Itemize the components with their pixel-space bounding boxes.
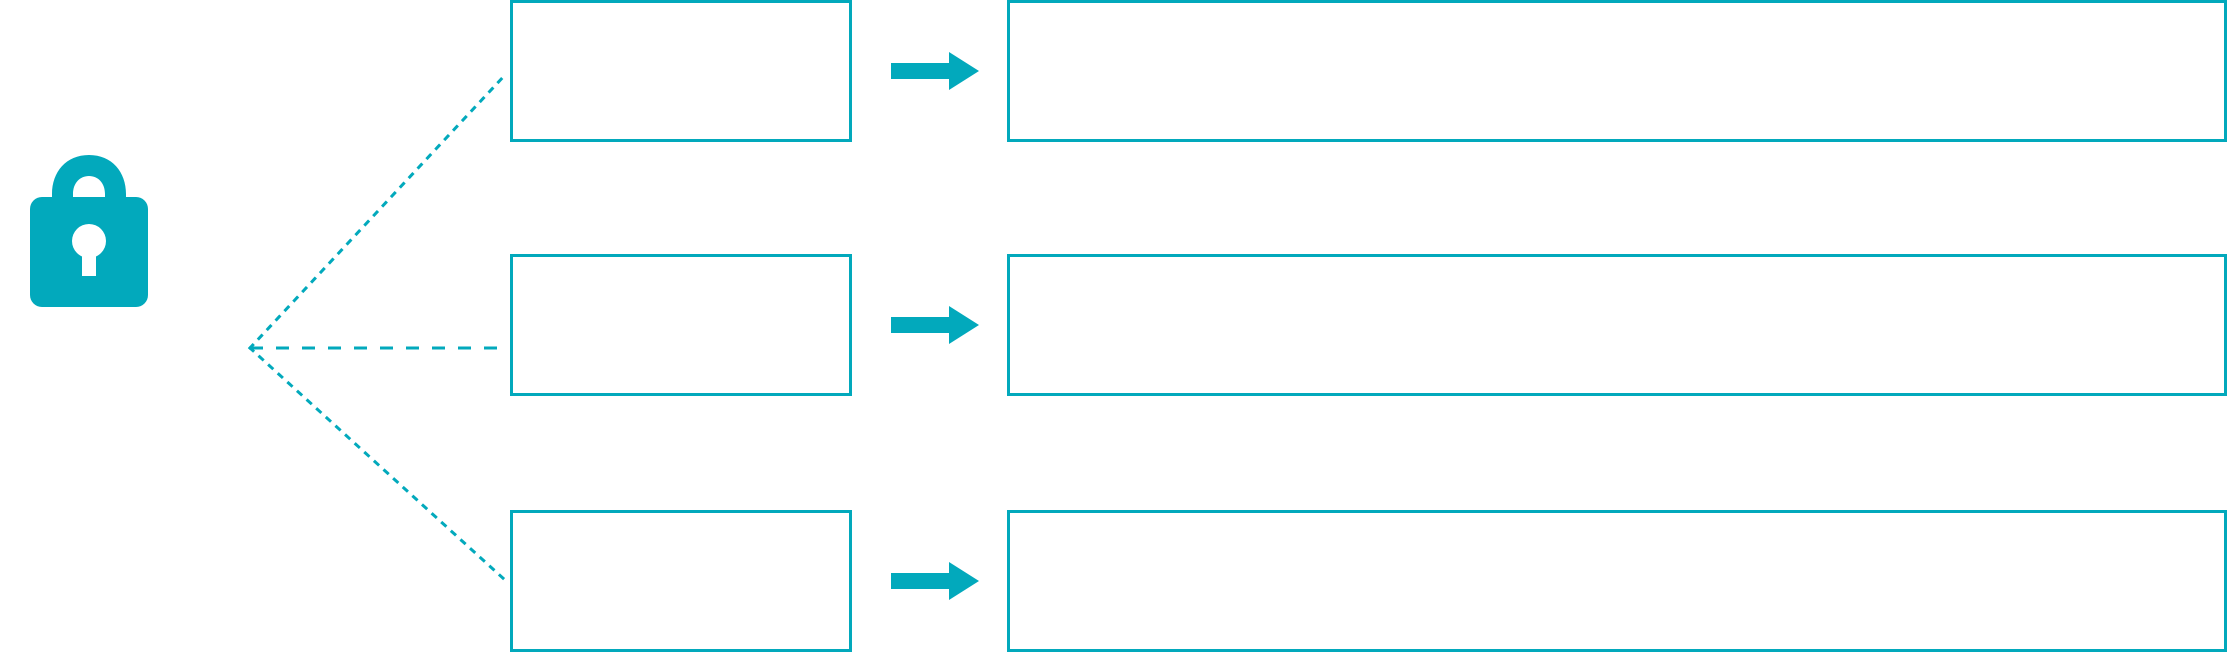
arrow-right-icon xyxy=(891,562,979,600)
flow-row xyxy=(0,254,2229,398)
stage-box-left[interactable] xyxy=(510,0,852,142)
stage-box-right-label xyxy=(1010,257,2224,277)
arrow-right-icon xyxy=(891,52,979,90)
stage-box-left[interactable] xyxy=(510,510,852,652)
stage-box-left[interactable] xyxy=(510,254,852,396)
stage-box-left-label xyxy=(513,3,849,23)
lock-icon xyxy=(28,152,150,310)
arrow-right-icon xyxy=(891,306,979,344)
stage-box-right-label xyxy=(1010,513,2224,533)
stage-box-right[interactable] xyxy=(1007,510,2227,652)
flow-row xyxy=(0,0,2229,144)
stage-box-left-label xyxy=(513,257,849,277)
flow-row xyxy=(0,510,2229,654)
stage-box-right-label xyxy=(1010,3,2224,23)
stage-box-left-label xyxy=(513,513,849,533)
stage-box-right[interactable] xyxy=(1007,0,2227,142)
stage-box-right[interactable] xyxy=(1007,254,2227,396)
